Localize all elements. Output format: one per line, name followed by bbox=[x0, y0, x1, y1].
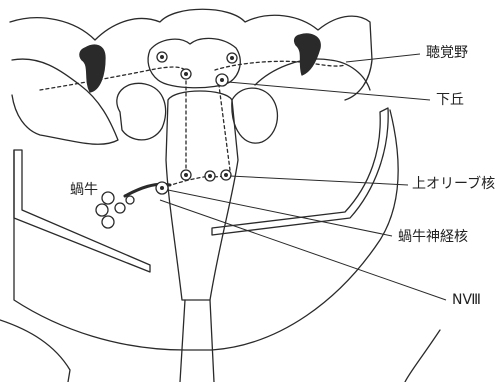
spinal-cord bbox=[180, 300, 214, 382]
leader-nerve bbox=[160, 200, 446, 300]
label-nerve: NⅧ bbox=[452, 292, 481, 308]
leader-superior-olive bbox=[230, 176, 408, 185]
label-auditory-cortex: 聴覚野 bbox=[426, 45, 468, 61]
pathway-ascending-right bbox=[210, 78, 230, 177]
left-ventricle bbox=[80, 45, 105, 92]
cerebellum bbox=[14, 110, 398, 350]
cochlea-coil bbox=[96, 192, 134, 228]
skull-base-right bbox=[212, 108, 388, 235]
leader-auditory-cortex bbox=[346, 54, 420, 62]
leader-cochlear-nucleus bbox=[168, 190, 392, 236]
label-cochlea: 蝸牛 bbox=[70, 182, 98, 198]
pathway-left bbox=[40, 67, 185, 90]
label-superior-olive: 上オリーブ核 bbox=[412, 176, 495, 192]
right-ventricle bbox=[295, 34, 321, 75]
label-inferior-colliculus: 下丘 bbox=[436, 92, 464, 108]
label-cochlear-nucleus: 蝸牛神経核 bbox=[398, 229, 468, 245]
skull-base-left bbox=[14, 150, 150, 272]
brainstem bbox=[166, 91, 238, 300]
leader-inferior-colliculus bbox=[228, 82, 430, 100]
right-pons-lobe bbox=[232, 88, 278, 143]
lower-structure bbox=[0, 320, 440, 382]
left-pons-lobe bbox=[117, 83, 166, 140]
